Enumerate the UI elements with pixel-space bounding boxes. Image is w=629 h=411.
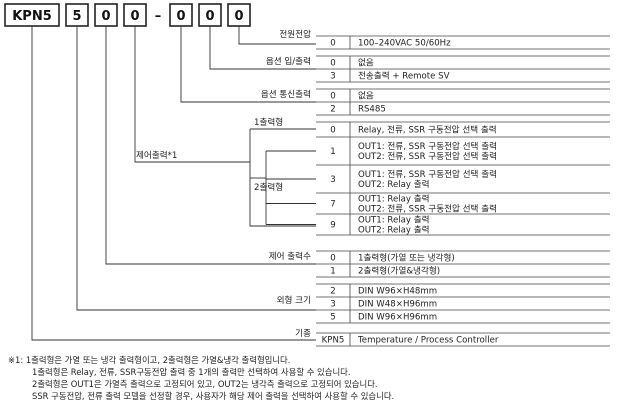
option-code: 5	[330, 313, 335, 323]
code-box-option-io: 0	[205, 9, 214, 24]
option-description: OUT1: 전류, SSR 구동전압 선택 출력	[358, 168, 497, 180]
option-code: 0	[330, 39, 335, 49]
option-description: OUT2: 전류, SSR 구동전압 선택 출력	[358, 203, 497, 215]
label-option-io: 옵션 입/출력	[266, 55, 311, 67]
label-type1: 1출력형	[254, 116, 283, 128]
option-code: KPN5	[322, 336, 345, 346]
code-box-option-comm: 0	[176, 9, 185, 24]
table-option-io: 0 없음 3 전송출력 + Remote SV	[316, 55, 610, 83]
option-code: 7	[330, 200, 335, 210]
option-code: 1	[330, 147, 335, 157]
leader-power	[238, 26, 316, 45]
code-box-size: 5	[72, 9, 81, 24]
option-description: Temperature / Process Controller	[357, 336, 499, 346]
footnote-line-1: ※1: 1출력형은 가열 또는 냉각 출력형이고, 2출력형은 가열&냉각 출력…	[8, 355, 291, 365]
table-control-count: 0 1출력형(가열 또는 냉각형) 1 2출력형(가열&냉각형)	[316, 250, 610, 278]
option-description: DIN W48×H96mm	[358, 300, 437, 310]
option-code: 0	[330, 59, 335, 69]
code-box-control-output: 0	[130, 9, 139, 24]
code-box-power: 0	[234, 9, 243, 24]
code-dash: –	[155, 9, 162, 24]
leader-size	[76, 26, 316, 311]
leader-model	[31, 26, 316, 341]
label-option-comm: 옵션 통신출력	[261, 88, 311, 100]
option-code: 9	[330, 221, 335, 231]
table-power: 0 100–240VAC 50/60Hz	[316, 35, 610, 50]
option-description: 1출력형(가열 또는 냉각형)	[358, 252, 455, 264]
option-code: 3	[330, 300, 335, 310]
label-control-count: 제어 출력수	[269, 250, 311, 262]
option-description: RS485	[358, 105, 386, 115]
option-code: 2	[330, 287, 335, 297]
option-description: 2출력형(가열&냉각형)	[358, 265, 440, 277]
option-description: OUT1: Relay 출력	[358, 193, 430, 205]
option-description: OUT1: 전류, SSR 구동전압 선택 출력	[358, 140, 497, 152]
leader-control-output	[134, 26, 250, 163]
option-description: OUT2: Relay 출력	[358, 178, 430, 190]
option-code: 3	[330, 72, 335, 82]
bracket-control-output	[249, 129, 316, 227]
option-description: 없음	[358, 91, 374, 102]
label-type2: 2출력형	[254, 181, 283, 193]
option-description: OUT2: 전류, SSR 구동전압 선택 출력	[358, 150, 497, 162]
label-power: 전원전압	[279, 29, 311, 40]
label-model: 기종	[295, 328, 311, 339]
option-code: 2	[330, 105, 335, 115]
footnote-line-4: SSR 구동전압, 전류 출력 모델을 선정할 경우, 사용자가 해당 제어 출…	[32, 391, 395, 401]
label-control-output: 제어출력*1	[136, 149, 177, 161]
footnote-line-2: 1출력형은 Relay, 전류, SSR구동전압 출력 중 1개의 출력만 선택…	[32, 367, 351, 377]
code-box-control-count: 0	[101, 9, 110, 24]
option-description: DIN W96×H48mm	[358, 287, 437, 297]
label-size: 외형 크기	[277, 294, 311, 306]
option-description: OUT2: Relay 출력	[358, 224, 430, 236]
table-option-comm: 0 없음 2 RS485	[316, 88, 610, 116]
option-description: Relay, 전류, SSR 구동전압 선택 출력	[358, 124, 497, 136]
option-description: 100–240VAC 50/60Hz	[358, 39, 451, 49]
option-description: 없음	[358, 58, 374, 69]
option-description: DIN W96×H96mm	[358, 313, 437, 323]
code-box-model: KPN5	[12, 9, 52, 24]
option-description: OUT1: Relay 출력	[358, 214, 430, 226]
option-code: 1	[330, 267, 335, 277]
option-code: 0	[330, 126, 335, 136]
leader-option-io	[209, 26, 316, 70]
option-code: 0	[330, 254, 335, 264]
leader-control-count	[105, 26, 316, 265]
option-description: 전송출력 + Remote SV	[358, 70, 450, 82]
footnote-line-3: 2출력형은 OUT1은 가열측 출력으로 고정되어 있고, OUT2는 냉각측 …	[32, 379, 378, 389]
option-code: 0	[330, 92, 335, 102]
table-model: KPN5 Temperature / Process Controller	[316, 332, 610, 347]
leader-option-comm	[180, 26, 316, 103]
option-code: 3	[330, 175, 335, 185]
table-size: 2 DIN W96×H48mm 3 DIN W48×H96mm 5 DIN W96×H96…	[316, 283, 610, 324]
